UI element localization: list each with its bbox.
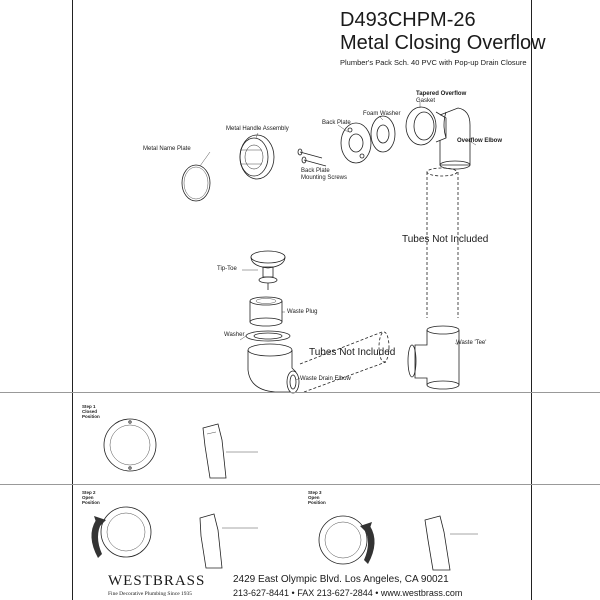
metal-handle-assembly-drawing xyxy=(239,134,275,180)
leader-lines xyxy=(199,102,477,381)
label-metal-name-plate: Metal Name Plate xyxy=(143,146,191,152)
label-tapered-overflow: Tapered Overflow xyxy=(416,91,467,97)
label-gasket: Gasket xyxy=(416,98,436,104)
model-code: D493CHPM-26 xyxy=(340,9,476,31)
foam-washer-drawing xyxy=(370,115,396,153)
washer-drawing xyxy=(245,330,291,342)
tapered-overflow-gasket-drawing xyxy=(405,106,447,146)
waste-plug-drawing xyxy=(249,296,283,327)
brand-tagline: Fine Decorative Plumbing Since 1935 xyxy=(108,591,193,597)
rotation-arrows xyxy=(91,516,375,564)
step2-label: Step 2 Open Position xyxy=(82,490,100,505)
label-tubes-not-included-1: Tubes Not Included xyxy=(402,234,489,245)
step1-label: Step 1 Closed Position xyxy=(82,404,100,419)
section-divider-2 xyxy=(0,484,600,485)
step2-ring-drawing xyxy=(100,506,152,558)
page-border-left xyxy=(72,0,73,600)
label-waste-plug: Waste Plug xyxy=(287,309,318,315)
label-metal-handle-assembly: Metal Handle Assembly xyxy=(226,126,289,132)
label-waste-tee: Waste 'Tee' xyxy=(456,340,487,346)
footer-contact: 213-627-8441 • FAX 213-627-2844 • www.we… xyxy=(233,588,463,598)
label-waste-drain-elbow: Waste Drain Elbow xyxy=(300,376,351,382)
step3-ring-drawing xyxy=(318,515,368,565)
step3-label: Step 3 Open Position xyxy=(308,490,326,505)
label-overflow-elbow: Overflow Elbow xyxy=(457,138,503,144)
waste-tee-drawing xyxy=(407,325,460,390)
overflow-elbow-drawing xyxy=(439,107,471,170)
step1-ring-drawing xyxy=(103,418,157,472)
label-back-plate: Back Plate xyxy=(322,120,351,126)
label-back-plate-screws-1: Back Plate xyxy=(301,168,330,174)
label-tip-toe: Tip-Toe xyxy=(217,266,237,272)
product-subtitle: Plumber's Pack Sch. 40 PVC with Pop-up D… xyxy=(340,58,527,67)
label-back-plate-screws-2: Mounting Screws xyxy=(301,175,348,181)
footer-address: 2429 East Olympic Blvd. Los Angeles, CA … xyxy=(233,574,449,585)
tip-toe-drawing xyxy=(250,250,286,290)
brand-logo: WESTBRASS xyxy=(108,573,206,589)
metal-name-plate-drawing xyxy=(181,164,211,202)
page-border-right xyxy=(531,0,532,600)
step1-elbow-section xyxy=(202,423,258,479)
step3-elbow-section xyxy=(424,515,478,571)
label-tubes-not-included-2: Tubes Not Included xyxy=(309,347,396,358)
back-plate-drawing xyxy=(340,122,372,164)
mounting-screws-drawing xyxy=(297,148,327,167)
section-divider-1 xyxy=(0,392,600,393)
label-foam-washer: Foam Washer xyxy=(363,111,401,117)
waste-drain-elbow-drawing xyxy=(247,343,300,394)
dashed-tube-drawing xyxy=(426,167,459,318)
dashed-horizontal-tube xyxy=(299,331,390,393)
label-washer: Washer xyxy=(224,332,245,338)
step2-elbow-section xyxy=(199,513,258,569)
product-name: Metal Closing Overflow xyxy=(340,32,546,54)
